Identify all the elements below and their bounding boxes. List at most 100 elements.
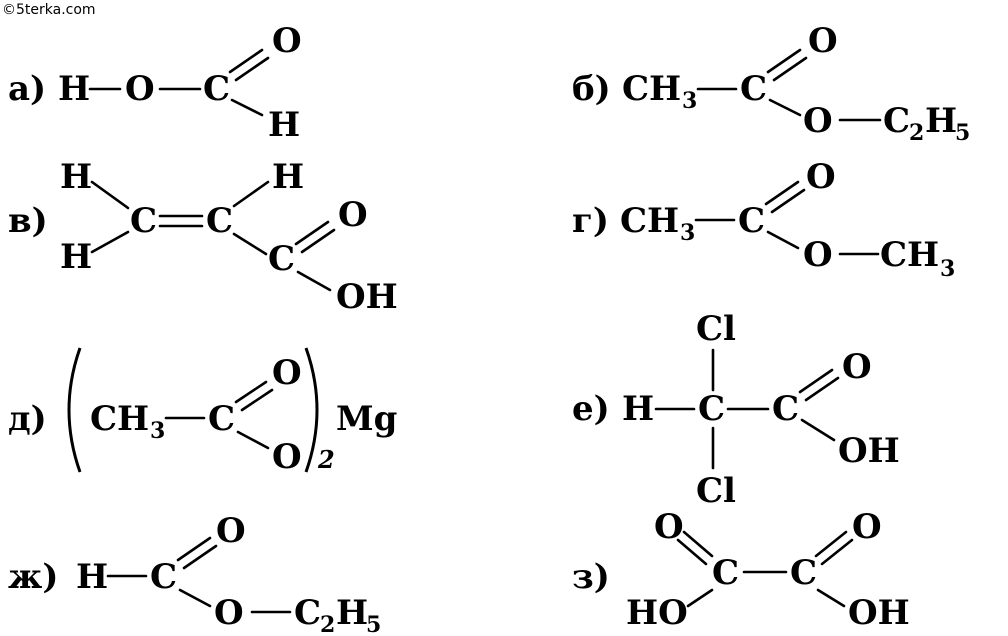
single-bond: [296, 270, 332, 292]
atom-o: O: [272, 353, 302, 393]
atom-o: O: [216, 511, 246, 551]
structure-label: д): [8, 399, 47, 439]
single-bond: [686, 588, 714, 608]
single-bond: [178, 588, 212, 608]
structure-label: а): [8, 69, 46, 109]
structure-z: з) O O C C HO OH: [572, 507, 910, 633]
subscript: 3: [682, 88, 697, 114]
atom-o: O: [803, 235, 833, 275]
single-bond: [230, 98, 264, 117]
atom-h: H: [58, 69, 90, 109]
structure-g: г) CH 3 C O O CH 3: [572, 157, 955, 282]
atom-h: H: [925, 101, 957, 141]
structure-label: з): [572, 557, 610, 597]
structure-e: е) Cl H C C O OH Cl: [572, 309, 900, 511]
atom-c: C: [294, 593, 321, 633]
single-bond: [816, 588, 846, 608]
atom-ch: CH: [880, 235, 939, 275]
structure-label: в): [8, 201, 48, 241]
double-bond-line: [814, 530, 848, 558]
atom-c: C: [208, 399, 235, 439]
double-bond-line: [676, 538, 708, 566]
subscript: 3: [680, 220, 695, 246]
atom-h: H: [272, 157, 304, 197]
atom-c: C: [206, 201, 233, 241]
subscript: 3: [150, 418, 165, 444]
structure-a: а) H O C O H: [8, 21, 302, 145]
atom-c: C: [150, 557, 177, 597]
subscript: 3: [940, 256, 955, 282]
double-bond-line: [764, 180, 800, 206]
atom-o: O: [338, 195, 368, 235]
single-bond: [90, 230, 130, 254]
structure-b: б) CH 3 C O O C 2 H 5: [572, 21, 970, 146]
atom-h: H: [60, 237, 92, 277]
structure-v: в) H H C C H C O OH: [8, 157, 398, 317]
single-bond: [236, 430, 270, 450]
double-bond-line: [682, 530, 714, 558]
atom-o: O: [806, 157, 836, 197]
open-paren: [67, 347, 82, 473]
atom-h: H: [336, 593, 368, 633]
atom-ho: HO: [626, 593, 688, 633]
atom-c: C: [130, 201, 157, 241]
structure-zh: ж) H C O O C 2 H 5: [8, 511, 381, 636]
atom-h: H: [76, 557, 108, 597]
atom-h: H: [622, 389, 654, 429]
atom-c: C: [712, 553, 739, 593]
atom-o: O: [852, 507, 882, 547]
atom-o: O: [842, 347, 872, 387]
structure-label: г): [572, 201, 609, 241]
atom-c: C: [772, 389, 799, 429]
double-bond-line: [798, 368, 834, 394]
double-bond-line: [182, 544, 218, 570]
atom-cl: Cl: [696, 471, 736, 511]
atom-c: C: [203, 69, 230, 109]
single-bond: [232, 232, 268, 256]
double-bond-line: [804, 376, 840, 402]
close-paren: [304, 347, 319, 473]
atom-o: O: [272, 437, 302, 477]
atom-ch: CH: [90, 399, 149, 439]
watermark: ©5terka.com: [2, 2, 96, 18]
atom-c: C: [738, 201, 765, 241]
single-bond: [232, 180, 270, 208]
atom-oh: OH: [848, 593, 910, 633]
atom-oh: OH: [336, 277, 398, 317]
subscript: 2: [909, 120, 924, 146]
atom-o: O: [214, 593, 244, 633]
atom-h: H: [60, 157, 92, 197]
subscript: 5: [366, 612, 381, 636]
double-bond-line: [300, 228, 336, 254]
single-bond: [90, 180, 130, 210]
subscript: 5: [955, 120, 970, 146]
atom-cl: Cl: [696, 309, 736, 349]
double-bond-line: [228, 48, 264, 74]
atom-c: C: [740, 69, 767, 109]
atom-ch: CH: [620, 201, 679, 241]
double-bond-line: [294, 220, 330, 246]
atom-c: C: [790, 553, 817, 593]
subscript: 2: [320, 612, 335, 636]
atom-ch: CH: [622, 69, 681, 109]
atom-o: O: [808, 21, 838, 61]
subscript: 2: [317, 445, 335, 474]
single-bond: [766, 230, 800, 250]
double-bond-line: [234, 56, 270, 82]
double-bond-line: [820, 538, 854, 566]
atom-h: H: [268, 105, 300, 145]
atom-oh: OH: [838, 431, 900, 471]
atom-o: O: [125, 69, 155, 109]
atom-c: C: [268, 239, 295, 279]
structure-d: д) CH 3 C O O 2 Mg: [8, 347, 397, 477]
double-bond-line: [176, 536, 212, 562]
atom-o: O: [272, 21, 302, 61]
atom-c: C: [883, 101, 910, 141]
structure-label: е): [572, 389, 610, 429]
structure-label: б): [572, 69, 611, 109]
double-bond-line: [234, 380, 268, 404]
single-bond: [768, 98, 802, 117]
structure-label: ж): [8, 557, 58, 597]
single-bond: [800, 418, 836, 442]
